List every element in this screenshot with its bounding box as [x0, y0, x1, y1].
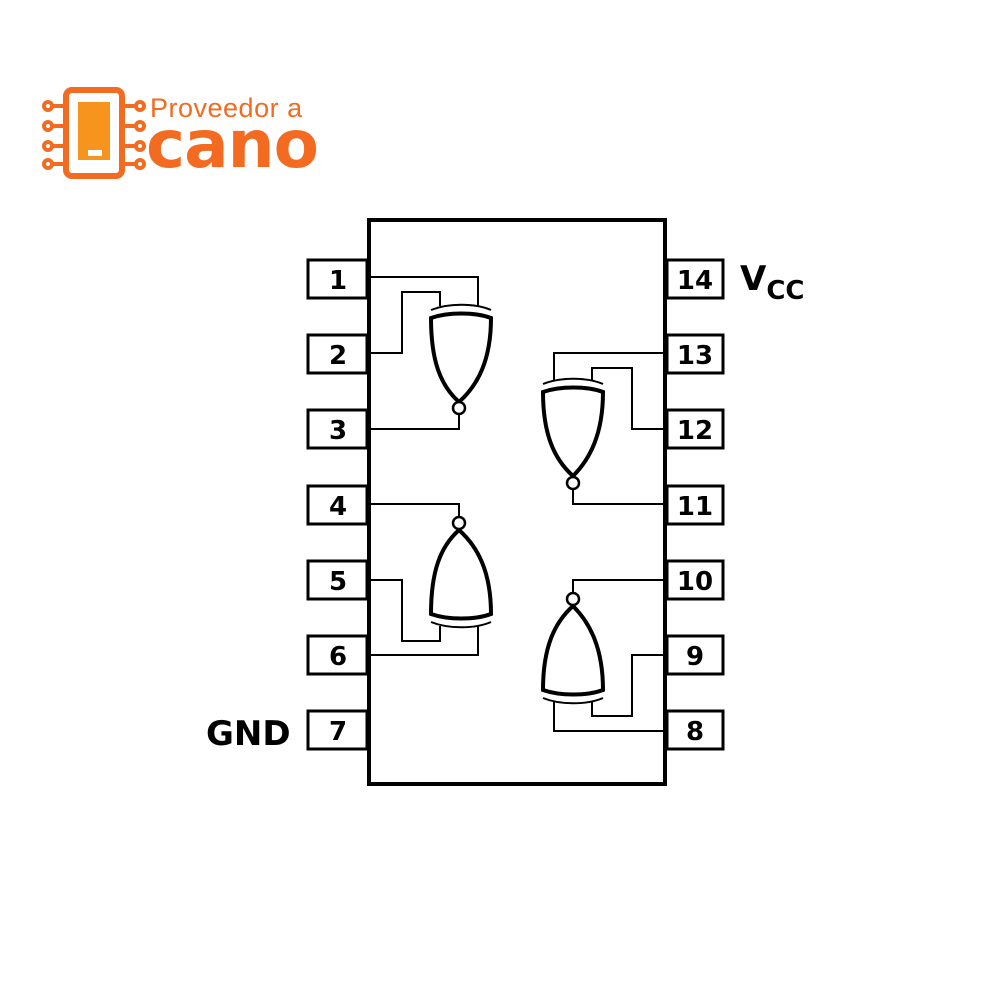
pin-box-5: [306, 559, 369, 601]
pin-box-7: [306, 709, 369, 751]
pin-label: 10: [677, 567, 713, 597]
pin-box-10: [665, 559, 725, 601]
pin-box-9: [665, 634, 725, 676]
pin-label: 7: [329, 717, 347, 747]
xnor-gate-3: [369, 503, 494, 656]
pin-label: 13: [677, 341, 713, 371]
pin-label: 8: [686, 717, 704, 747]
pin-box-4: [306, 484, 369, 526]
pin-label: 6: [329, 642, 347, 672]
pin-label: 12: [677, 416, 713, 446]
pin-label: 2: [329, 341, 347, 371]
pin-label: 5: [329, 567, 347, 597]
left-pins: 1 2 3 4 5 6 7: [306, 258, 369, 751]
logo-name: cano: [146, 106, 319, 183]
right-pins: 14 13 12 11 10 9 8: [665, 258, 725, 751]
vcc-label: VCC: [740, 259, 805, 306]
pin-box-8: [665, 709, 725, 751]
pin-label: 14: [677, 266, 713, 296]
ic-body: [367, 218, 667, 786]
pin-box-12: [665, 408, 725, 450]
gnd-label: GND: [206, 714, 291, 754]
pin-box-11: [665, 484, 725, 526]
pin-label: 4: [329, 492, 347, 522]
pin-box-14: [665, 258, 725, 300]
pin-box-6: [306, 634, 369, 676]
pin-box-13: [665, 333, 725, 375]
pin-label: 3: [329, 416, 347, 446]
pin-box-2: [306, 333, 369, 375]
pin-label: 1: [329, 266, 347, 296]
pin-label: 11: [677, 492, 713, 522]
pin-box-3: [306, 408, 369, 450]
xnor-gate-1: [369, 276, 494, 430]
xnor-gate-2: [540, 352, 665, 505]
pin-box-1: [306, 258, 369, 300]
pin-label: 9: [686, 642, 704, 672]
xnor-gate-4: [540, 579, 665, 732]
logo-tagline: Proveedor a: [150, 93, 303, 123]
logo-chip-icon: [42, 87, 146, 179]
